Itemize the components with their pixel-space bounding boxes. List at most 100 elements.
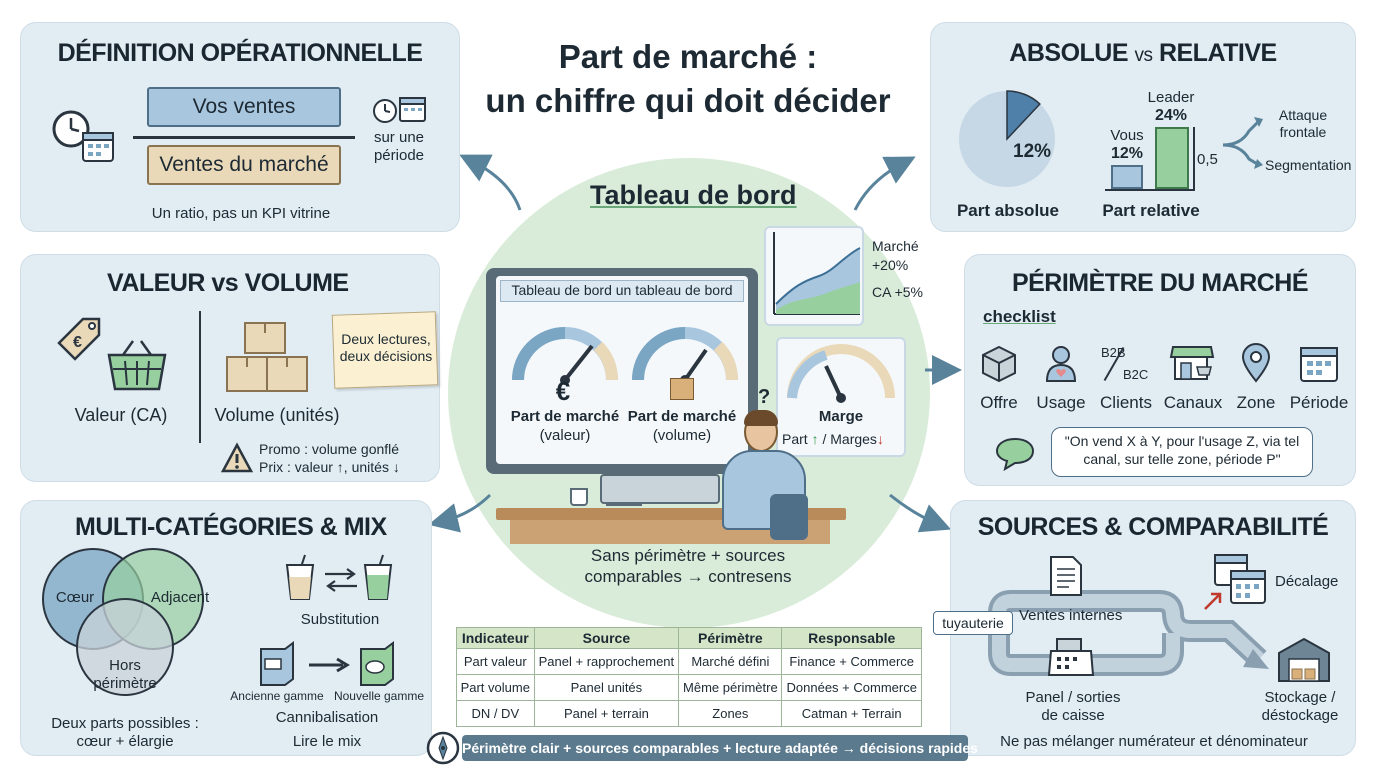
table-cell: Panel unités [533, 674, 680, 701]
title-vs: vs [1134, 45, 1153, 66]
euro-icon: € [555, 376, 571, 406]
table-cell: Marché défini [678, 648, 783, 675]
footer-text: Périmètre clair + sources comparables + … [462, 740, 978, 756]
title-absolute: ABSOLUE [1009, 39, 1129, 67]
table-cell: Panel + rapprochement [533, 648, 680, 675]
panel-absolute-relative: ABSOLUE vs RELATIVE 12% Part absolue Lea… [930, 22, 1356, 232]
definition-caption: Un ratio, pas un KPI vitrine [151, 205, 331, 222]
item-periode: Période [1289, 393, 1349, 412]
calendar-icon [82, 132, 114, 162]
box-icon [982, 345, 1016, 383]
table-row: Part volume Panel unités Même périmètre … [456, 674, 922, 701]
option1-line1: Attaque [1278, 107, 1328, 123]
kpi-table: Indicateur Source Périmètre Responsable … [456, 627, 922, 727]
old-range-icon [260, 641, 294, 686]
leader-value: 24% [1154, 107, 1188, 124]
multi-caption-line2: cœur + élargie [76, 733, 174, 750]
warning-icon [220, 442, 254, 473]
dashboard-title: Tableau de bord [590, 180, 797, 210]
panel-sources: SOURCES & COMPARABILITÉ tuyauterie Vente… [933, 500, 1356, 756]
delay-arrow-icon [1204, 592, 1222, 610]
margin-sep: / Marges [822, 431, 877, 447]
venn-core: Cœur [55, 589, 95, 606]
gauge1-sub: (valeur) [539, 427, 591, 444]
warehouse-icon [1278, 637, 1330, 682]
numerator-box [147, 87, 341, 127]
question-mark: ? [758, 386, 771, 408]
you-label: Vous [1110, 127, 1144, 144]
definition-title: DÉFINITION OPÉRATIONNELLE [57, 39, 423, 67]
arrow-up-icon: ↑ [811, 431, 819, 447]
small-calendar-icon [399, 97, 426, 122]
table-cell: Part volume [456, 674, 535, 701]
panel-value-volume: VALEUR vs VOLUME € Valeur (CA) Volume (u… [20, 254, 440, 482]
quote-box [1051, 427, 1313, 477]
market-chart [773, 232, 861, 315]
new-range-icon [360, 641, 394, 686]
arrow-down-icon: ↓ [876, 431, 884, 447]
gauge2-title: Part de marché [627, 408, 737, 425]
package-icon [670, 378, 694, 400]
new-range-label: Nouvelle gamme [333, 689, 425, 703]
multi-categories-title: MULTI-CATÉGORIES & MIX [75, 513, 387, 541]
svg-text:€: € [73, 334, 82, 351]
table-header-row: Indicateur Source Périmètre Responsable [456, 627, 922, 649]
absolute-relative-title: ABSOLUE vs RELATIVE [931, 39, 1355, 68]
gauge2-sub: (volume) [652, 427, 712, 444]
chart-ca: CA +5% [872, 284, 923, 300]
option2: Segmentation [1265, 157, 1352, 173]
margin-gauge [787, 344, 895, 403]
title-relative: RELATIVE [1158, 39, 1277, 67]
table-header: Périmètre [678, 627, 783, 649]
table-cell: DN / DV [456, 700, 535, 727]
table-header: Responsable [781, 627, 922, 649]
cash-register-icon [1047, 638, 1095, 676]
dashboard-caption-line1: Sans périmètre + sources [590, 546, 786, 565]
table-cell: Finance + Commerce [781, 648, 922, 675]
pie-value: 12% [1013, 141, 1052, 162]
panel-perimeter: PÉRIMÈTRE DU MARCHÉ checklist B2B B2C Of… [964, 254, 1356, 486]
option1-line2: frontale [1279, 124, 1327, 140]
table-row: DN / DV Panel + terrain Zones Catman + T… [456, 700, 922, 727]
table-header: Source [533, 627, 680, 649]
location-pin-icon [1241, 343, 1271, 383]
range-arrow-icon [309, 657, 350, 673]
note-line2: deux décisions [339, 348, 433, 364]
perimeter-title: PÉRIMÈTRE DU MARCHÉ [1011, 269, 1309, 297]
swap-arrows-icon [325, 568, 357, 592]
margin-line: Part ↑ / Marges↓ [782, 431, 884, 447]
cannibalisation-label: Cannibalisation [275, 709, 379, 726]
bar-you [1111, 165, 1143, 189]
stock-line2: déstockage [1261, 707, 1339, 724]
venn-out-line2: périmètre [93, 675, 157, 692]
bar-leader [1155, 127, 1189, 189]
gauge1-title: Part de marché [510, 408, 620, 425]
margin-title: Marge [818, 408, 864, 425]
denominator-label: Ventes du marché [159, 153, 329, 176]
abs-label: Part absolue [956, 201, 1060, 220]
value-label: Valeur (CA) [74, 405, 168, 425]
table-cell: Catman + Terrain [781, 700, 922, 727]
table-cell: Panel + terrain [533, 700, 680, 727]
relative-baseline [1105, 189, 1195, 191]
venn-out-line1: Hors [109, 657, 141, 674]
pie-slice [1006, 90, 1041, 141]
sources-title: SOURCES & COMPARABILITÉ [977, 513, 1329, 541]
warn-line2: Prix : valeur ↑, unités ↓ [259, 459, 400, 475]
screen-title: Tableau de bord un tableau de bord [511, 282, 733, 298]
cup-green-icon [363, 554, 393, 600]
chat-bubble-icon [995, 437, 1035, 472]
value-volume-title: VALEUR vs VOLUME [107, 269, 349, 297]
item-zone: Zone [1236, 393, 1276, 412]
margin-part: Part [782, 431, 808, 447]
period-line2: période [373, 147, 425, 164]
table-cell: Zones [678, 700, 783, 727]
ratio-bracket [1193, 127, 1195, 189]
item-canaux: Canaux [1163, 393, 1223, 412]
chart-market-value: +20% [872, 257, 909, 273]
strategy-arrows [1222, 117, 1263, 169]
pipe-label: tuyauterie [942, 615, 1004, 631]
cup-orange-icon [285, 554, 315, 600]
rel-label: Part relative [1102, 201, 1200, 220]
